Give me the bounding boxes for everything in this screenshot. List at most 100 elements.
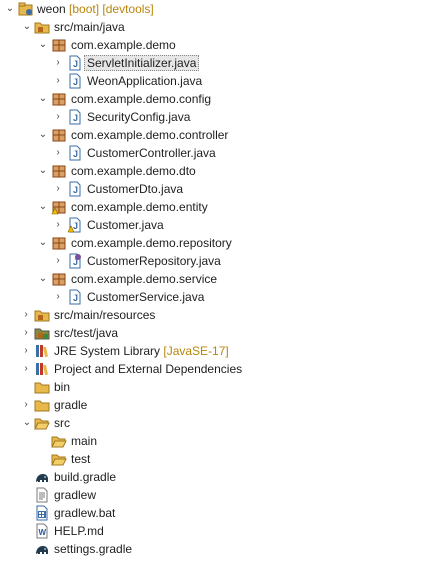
- tree-label: com.example.demo.config: [71, 92, 212, 106]
- tree-row-package-demo[interactable]: ⌄ com.example.demo: [0, 36, 432, 54]
- chevron-right-icon[interactable]: ›: [56, 57, 60, 68]
- folder-icon: [34, 397, 50, 413]
- chevron-down-icon[interactable]: ⌄: [38, 93, 48, 104]
- tree-row-package-controller[interactable]: ⌄ com.example.demo.controller: [0, 126, 432, 144]
- project-name: weon: [37, 2, 66, 16]
- java-file-icon: J: [67, 181, 83, 197]
- folder-open-icon: [34, 415, 50, 431]
- tree-row-customer-controller[interactable]: › J CustomerController.java: [0, 144, 432, 162]
- chevron-right-icon[interactable]: ›: [56, 183, 60, 194]
- chevron-right-icon[interactable]: ›: [56, 291, 60, 302]
- tree-row-bin[interactable]: bin: [0, 378, 432, 396]
- tree-row-gradle-folder[interactable]: › gradle: [0, 396, 432, 414]
- svg-text:J: J: [73, 113, 78, 123]
- tree-label: SecurityConfig.java: [87, 110, 191, 124]
- tree-label: src/main/resources: [54, 308, 156, 322]
- folder-icon: [34, 379, 50, 395]
- batch-file-icon: [34, 505, 50, 521]
- chevron-down-icon[interactable]: ⌄: [38, 165, 48, 176]
- project-icon: [18, 1, 34, 17]
- chevron-right-icon[interactable]: ›: [24, 309, 28, 320]
- tree-label: gradlew.bat: [54, 506, 116, 520]
- tree-label: src/test/java: [54, 326, 119, 340]
- tree-row-build-gradle[interactable]: build.gradle: [0, 468, 432, 486]
- tree-row-dependencies[interactable]: › Project and External Dependencies: [0, 360, 432, 378]
- test-source-folder-icon: [34, 325, 50, 341]
- tree-row-package-dto[interactable]: ⌄ com.example.demo.dto: [0, 162, 432, 180]
- svg-text:J: J: [73, 185, 78, 195]
- library-icon: [34, 343, 50, 359]
- gradle-elephant-icon: [34, 541, 50, 557]
- folder-icon: [51, 433, 67, 449]
- tree-row-customer-dto[interactable]: › J CustomerDto.java: [0, 180, 432, 198]
- tree-row-customer[interactable]: › J Customer.java: [0, 216, 432, 234]
- chevron-right-icon[interactable]: ›: [24, 399, 28, 410]
- tree-row-gradlew-bat[interactable]: gradlew.bat: [0, 504, 432, 522]
- chevron-down-icon[interactable]: ⌄: [38, 237, 48, 248]
- package-icon: [51, 163, 67, 179]
- tree-row-customer-service[interactable]: › J CustomerService.java: [0, 288, 432, 306]
- tree-row-help-md[interactable]: W HELP.md: [0, 522, 432, 540]
- project-decorations: [boot] [devtools]: [69, 2, 154, 16]
- java-file-warning-icon: J: [67, 217, 83, 233]
- chevron-down-icon[interactable]: ⌄: [38, 129, 48, 140]
- text-file-icon: [34, 487, 50, 503]
- tree-label: test: [71, 452, 91, 466]
- tree-row-src-test-java[interactable]: › src/test/java: [0, 324, 432, 342]
- svg-text:J: J: [73, 59, 78, 69]
- chevron-right-icon[interactable]: ›: [56, 111, 60, 122]
- chevron-right-icon[interactable]: ›: [24, 345, 28, 356]
- chevron-down-icon[interactable]: ⌄: [38, 201, 48, 212]
- tree-row-customer-repository[interactable]: › J CustomerRepository.java: [0, 252, 432, 270]
- tree-label: build.gradle: [54, 470, 117, 484]
- folder-icon: [51, 451, 67, 467]
- tree-row-main[interactable]: main: [0, 432, 432, 450]
- tree-row-jre-library[interactable]: › JRE System Library [JavaSE-17]: [0, 342, 432, 360]
- package-icon: [51, 235, 67, 251]
- svg-text:J: J: [73, 293, 78, 303]
- tree-row-security-config[interactable]: › J SecurityConfig.java: [0, 108, 432, 126]
- tree-label: CustomerRepository.java: [87, 254, 221, 268]
- tree-label: Project and External Dependencies: [54, 362, 243, 376]
- tree-label: com.example.demo.entity: [71, 200, 208, 214]
- chevron-down-icon[interactable]: ⌄: [38, 273, 48, 284]
- chevron-down-icon[interactable]: ⌄: [38, 39, 48, 50]
- chevron-right-icon[interactable]: ›: [24, 363, 28, 374]
- word-file-icon: W: [34, 523, 50, 539]
- tree-row-servlet-initializer[interactable]: › J ServletInitializer.java: [0, 54, 432, 72]
- chevron-right-icon[interactable]: ›: [56, 219, 60, 230]
- tree-row-src-main-resources[interactable]: › src/main/resources: [0, 306, 432, 324]
- java-interface-icon: J: [67, 253, 83, 269]
- tree-row-test[interactable]: test: [0, 450, 432, 468]
- tree-label: com.example.demo.controller: [71, 128, 229, 142]
- tree-label: CustomerService.java: [87, 290, 205, 304]
- chevron-right-icon[interactable]: ›: [56, 255, 60, 266]
- svg-text:J: J: [73, 149, 78, 159]
- tree-row-package-repository[interactable]: ⌄ com.example.demo.repository: [0, 234, 432, 252]
- java-file-icon: J: [67, 73, 83, 89]
- svg-text:J: J: [73, 77, 78, 87]
- tree-row-project[interactable]: ⌄ weon [boot] [devtools]: [0, 0, 432, 18]
- chevron-right-icon[interactable]: ›: [24, 327, 28, 338]
- tree-row-src-main-java[interactable]: ⌄ src/main/java: [0, 18, 432, 36]
- chevron-down-icon[interactable]: ⌄: [5, 3, 15, 14]
- tree-row-weon-application[interactable]: › J WeonApplication.java: [0, 72, 432, 90]
- chevron-down-icon[interactable]: ⌄: [22, 417, 32, 428]
- svg-text:W: W: [39, 528, 47, 537]
- tree-label: JRE System Library: [54, 344, 161, 358]
- tree-label: bin: [54, 380, 71, 394]
- chevron-down-icon[interactable]: ⌄: [22, 21, 32, 32]
- tree-row-src[interactable]: ⌄ src: [0, 414, 432, 432]
- tree-label: ServletInitializer.java: [84, 55, 200, 71]
- package-warning-icon: [51, 199, 67, 215]
- source-folder-icon: [34, 19, 50, 35]
- chevron-right-icon[interactable]: ›: [56, 75, 60, 86]
- tree-row-settings-gradle[interactable]: settings.gradle: [0, 540, 432, 558]
- chevron-right-icon[interactable]: ›: [56, 147, 60, 158]
- tree-label: gradle: [54, 398, 88, 412]
- tree-row-package-entity[interactable]: ⌄ com.example.demo.entity: [0, 198, 432, 216]
- tree-row-package-config[interactable]: ⌄ com.example.demo.config: [0, 90, 432, 108]
- tree-row-gradlew[interactable]: gradlew: [0, 486, 432, 504]
- tree-row-package-service[interactable]: ⌄ com.example.demo.service: [0, 270, 432, 288]
